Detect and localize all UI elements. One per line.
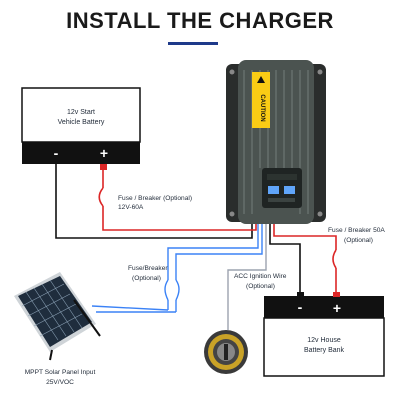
warning-triangle-icon — [257, 76, 265, 83]
acc-wire-label-2: (Optional) — [246, 283, 275, 290]
fuse-house-label-2: (Optional) — [344, 237, 373, 244]
house-battery: - + 12v House Battery Bank — [263, 292, 385, 377]
solar-panel-label-1: MPPT Solar Panel Input — [25, 369, 96, 376]
start-battery-negative: - — [54, 145, 59, 161]
start-battery-label-2: Vehicle Battery — [58, 119, 105, 126]
house-positive-wire-upper — [273, 222, 337, 250]
fuse-solar-symbol — [164, 279, 169, 301]
start-battery-positive: + — [100, 145, 108, 161]
solar-wire-b-up — [175, 222, 263, 280]
fuse-solar-label-2: (Optional) — [132, 275, 161, 282]
page-title: INSTALL THE CHARGER — [66, 8, 334, 33]
house-negative-terminal — [297, 292, 304, 297]
house-positive-terminal — [333, 292, 340, 297]
house-battery-label-2: Battery Bank — [304, 347, 345, 354]
house-negative-wire — [269, 222, 301, 296]
title-underline — [168, 42, 218, 45]
house-battery-negative: - — [298, 299, 303, 315]
fuse-start-symbol — [98, 187, 104, 207]
solar-panel: MPPT Solar Panel Input 25V/VOC — [14, 272, 101, 386]
start-positive-wire-lower — [102, 206, 257, 231]
fuse-house-symbol — [332, 249, 337, 269]
ignition-switch-icon — [204, 330, 248, 374]
charger-indicator-light-2 — [284, 186, 295, 194]
start-battery-label-1: 12v Start — [67, 109, 95, 116]
charger-unit: CAUTION — [226, 60, 326, 224]
start-positive-terminal — [100, 164, 107, 170]
fuse-house-label-1: Fuse / Breaker 50A — [328, 227, 385, 234]
solar-panel-label-2: 25V/VOC — [46, 379, 74, 386]
fuse-solar-symbol-b — [175, 279, 180, 301]
fuse-solar-label-1: Fuse/Breaker — [128, 265, 168, 272]
fuse-start-label-2: 12V-60A — [118, 204, 144, 211]
house-battery-positive: + — [333, 300, 341, 316]
start-battery: 12v Start Vehicle Battery - + — [21, 87, 141, 170]
fuse-start-label-1: Fuse / Breaker (Optional) — [118, 195, 192, 202]
caution-text: CAUTION — [259, 94, 265, 121]
solar-lead-a — [91, 305, 169, 311]
solar-wire-a-up — [167, 222, 259, 280]
charger-indicator-light-1 — [268, 186, 279, 194]
caution-sticker — [252, 72, 270, 128]
house-battery-label-1: 12v House — [307, 337, 341, 344]
acc-ignition-wire — [227, 222, 267, 330]
acc-wire-label-1: ACC Ignition Wire — [234, 273, 287, 280]
